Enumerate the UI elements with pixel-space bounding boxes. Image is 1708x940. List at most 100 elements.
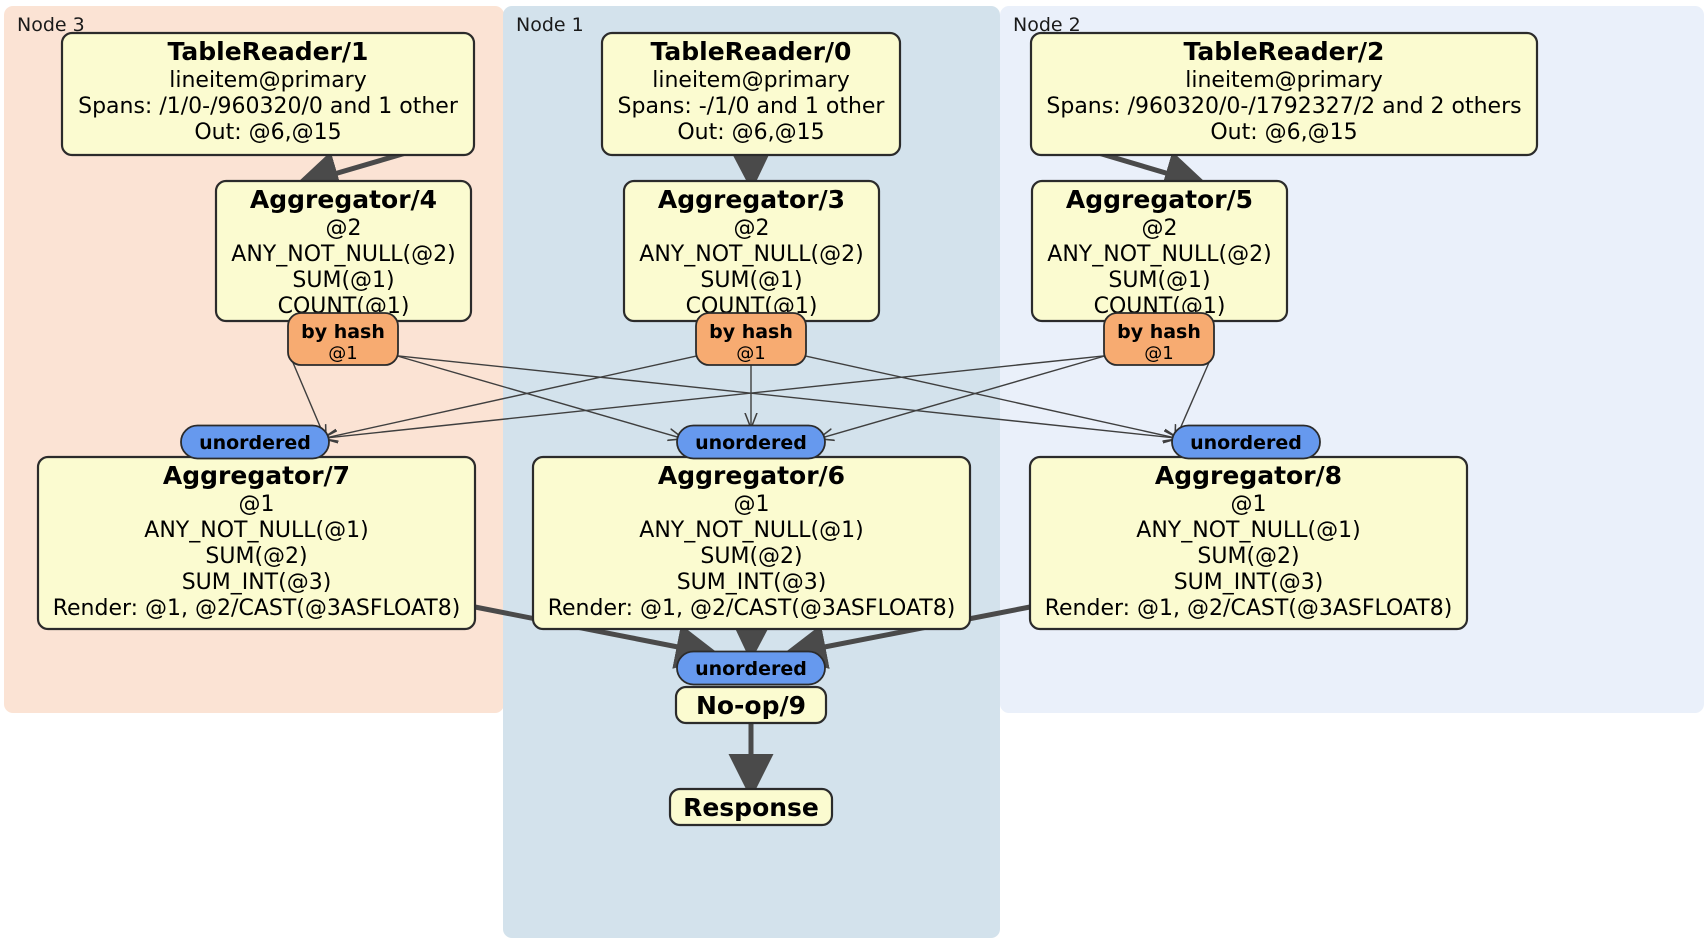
processor-aggregator7[interactable]: Aggregator/7@1ANY_NOT_NULL(@1)SUM(@2)SUM… — [36, 455, 477, 631]
processor-detail-line: @2 — [326, 216, 362, 241]
unordered-synchronizer-unordered6[interactable]: unordered — [676, 424, 826, 460]
processor-detail-line: @2 — [1142, 216, 1178, 241]
unordered-synchronizer-unordered7[interactable]: unordered — [180, 424, 330, 460]
hash-router-byhash3[interactable]: by hash@1 — [695, 312, 807, 366]
hash-router-box — [287, 312, 399, 366]
processor-detail-line: lineitem@primary — [652, 68, 850, 93]
processor-detail-line: ANY_NOT_NULL(@1) — [144, 518, 368, 543]
processor-aggregator8[interactable]: Aggregator/8@1ANY_NOT_NULL(@1)SUM(@2)SUM… — [1028, 455, 1469, 631]
processor-response[interactable]: Response — [668, 787, 834, 827]
processor-title: TableReader/2 — [1184, 37, 1385, 66]
hash-router-byhash5[interactable]: by hash@1 — [1103, 312, 1215, 366]
processor-title: Aggregator/4 — [250, 185, 437, 214]
processor-detail-line: Out: @6,@15 — [194, 120, 341, 145]
edge-byhash4-to-unordered6 — [395, 354, 681, 438]
processor-title: No-op/9 — [696, 691, 806, 720]
edge-byhash5-to-unordered7 — [325, 354, 1107, 438]
node-panel-label-node1: Node 1 — [516, 14, 584, 36]
processor-detail-line: Out: @6,@15 — [677, 120, 824, 145]
unordered-pill — [676, 424, 826, 460]
processor-title: TableReader/0 — [651, 37, 852, 66]
hash-router-box — [695, 312, 807, 366]
unordered-label: unordered — [695, 432, 807, 454]
unordered-pill — [1171, 424, 1321, 460]
processor-box — [60, 31, 476, 157]
hash-router-title: by hash — [709, 321, 793, 343]
unordered-pill — [180, 424, 330, 460]
edge-byhash4-to-unordered7 — [289, 355, 325, 438]
processor-detail-line: lineitem@primary — [169, 68, 367, 93]
processor-detail-line: SUM(@1) — [700, 268, 802, 293]
processor-detail-line: @1 — [1231, 492, 1267, 517]
processor-title: Aggregator/6 — [658, 461, 845, 490]
processor-detail-line: Render: @1, @2/CAST(@3ASFLOAT8) — [53, 596, 461, 621]
edge-byhash5-to-unordered6 — [821, 354, 1107, 438]
processor-detail-line: SUM(@2) — [1197, 544, 1299, 569]
hash-router-column: @1 — [736, 343, 765, 364]
processor-detail-line: Spans: /960320/0-/1792327/2 and 2 others — [1046, 94, 1521, 119]
node-panel-label-node2: Node 2 — [1013, 14, 1081, 36]
unordered-label: unordered — [199, 432, 311, 454]
processor-detail-line: @1 — [239, 492, 275, 517]
edge-aggregator8-to-unordered9 — [781, 604, 1031, 669]
unordered-label: unordered — [1190, 432, 1302, 454]
edge-aggregator6-to-unordered9 — [729, 616, 775, 662]
processor-aggregator3[interactable]: Aggregator/3@2ANY_NOT_NULL(@2)SUM(@1)COU… — [622, 179, 881, 323]
unordered-pill — [676, 650, 826, 686]
hash-router-box — [1103, 312, 1215, 366]
unordered-synchronizer-unordered8[interactable]: unordered — [1171, 424, 1321, 460]
processor-title: Aggregator/8 — [1155, 461, 1342, 490]
processor-detail-line: ANY_NOT_NULL(@2) — [639, 242, 863, 267]
processor-detail-line: @2 — [734, 216, 770, 241]
processor-detail-line: SUM_INT(@3) — [182, 570, 332, 595]
processor-detail-line: SUM_INT(@3) — [677, 570, 827, 595]
processor-detail-line: SUM(@1) — [1108, 268, 1210, 293]
processor-detail-line: Spans: -/1/0 and 1 other — [618, 94, 886, 119]
processor-detail-line: ANY_NOT_NULL(@2) — [231, 242, 455, 267]
processor-box — [1029, 31, 1539, 157]
processor-title: TableReader/1 — [168, 37, 369, 66]
processor-detail-line: ANY_NOT_NULL(@1) — [1136, 518, 1360, 543]
processor-detail-line: SUM(@2) — [700, 544, 802, 569]
processor-detail-line: ANY_NOT_NULL(@1) — [639, 518, 863, 543]
processor-detail-line: Render: @1, @2/CAST(@3ASFLOAT8) — [548, 596, 956, 621]
unordered-synchronizer-unordered9[interactable]: unordered — [676, 650, 826, 686]
edge-byhash3-to-unordered8 — [803, 354, 1176, 438]
processor-aggregator5[interactable]: Aggregator/5@2ANY_NOT_NULL(@2)SUM(@1)COU… — [1030, 179, 1289, 323]
processor-detail-line: ANY_NOT_NULL(@2) — [1047, 242, 1271, 267]
processor-detail-line: Spans: /1/0-/960320/0 and 1 other — [78, 94, 459, 119]
processor-title: Aggregator/5 — [1066, 185, 1253, 214]
processor-detail-line: lineitem@primary — [1185, 68, 1383, 93]
processor-detail-line: @1 — [734, 492, 770, 517]
processor-detail-line: SUM(@2) — [205, 544, 307, 569]
edge-tablereader0-to-aggregator3 — [728, 145, 774, 191]
processor-aggregator6[interactable]: Aggregator/6@1ANY_NOT_NULL(@1)SUM(@2)SUM… — [531, 455, 972, 631]
processor-box — [674, 685, 828, 725]
processor-aggregator4[interactable]: Aggregator/4@2ANY_NOT_NULL(@2)SUM(@1)COU… — [214, 179, 473, 323]
processor-title: Aggregator/7 — [163, 461, 350, 490]
edge-byhash3-to-unordered7 — [325, 354, 699, 438]
hash-router-title: by hash — [1117, 321, 1201, 343]
processor-title: Response — [683, 793, 819, 822]
processor-detail-line: Out: @6,@15 — [1210, 120, 1357, 145]
processor-box — [600, 31, 902, 157]
edge-byhash4-to-unordered8 — [395, 354, 1176, 438]
hash-router-title: by hash — [301, 321, 385, 343]
edge-aggregator7-to-unordered9 — [474, 604, 721, 669]
processor-detail-line: SUM(@1) — [292, 268, 394, 293]
unordered-label: unordered — [695, 658, 807, 680]
processor-box — [668, 787, 834, 827]
hash-router-byhash4[interactable]: by hash@1 — [287, 312, 399, 366]
edge-byhash5-to-unordered8 — [1176, 355, 1213, 438]
hash-router-column: @1 — [1144, 343, 1173, 364]
processor-noop9[interactable]: No-op/9 — [674, 685, 828, 725]
processor-title: Aggregator/3 — [658, 185, 845, 214]
processor-detail-line: SUM_INT(@3) — [1174, 570, 1324, 595]
